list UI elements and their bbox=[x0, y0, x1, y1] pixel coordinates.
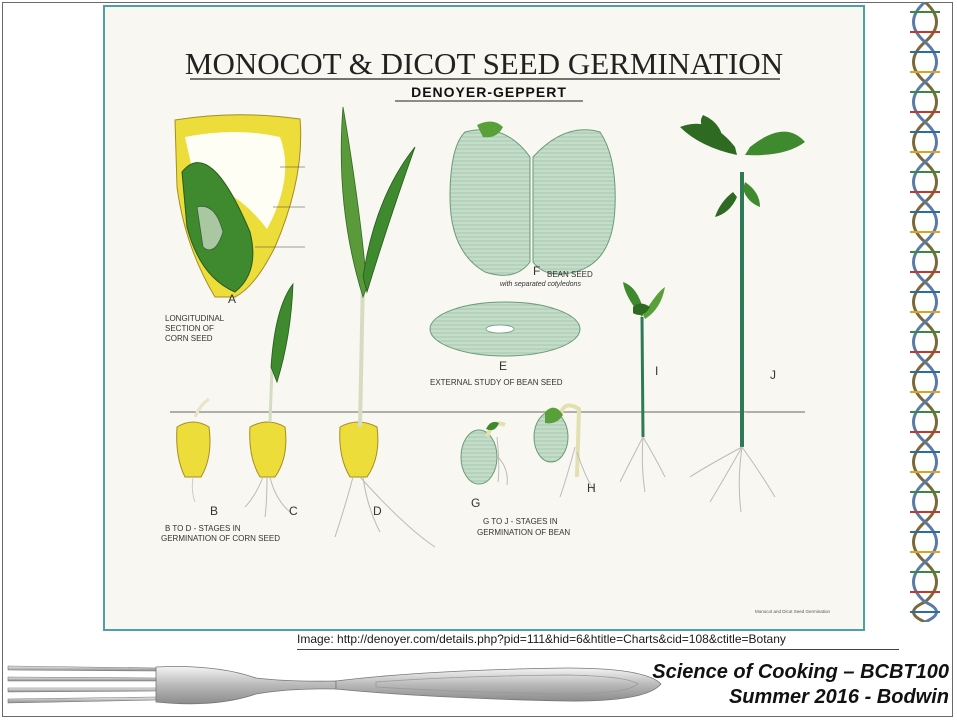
bean-stages-caption-1: G TO J - STAGES IN bbox=[483, 517, 558, 526]
poster-publisher: DENOYER-GEPPERT bbox=[411, 84, 567, 100]
image-credit: Image: http://denoyer.com/details.php?pi… bbox=[297, 632, 786, 646]
bean-external-view bbox=[430, 302, 580, 356]
corn-seedling-c bbox=[245, 284, 293, 517]
image-credit-underline bbox=[297, 649, 899, 650]
label-f: F bbox=[533, 264, 540, 278]
label-b: B bbox=[210, 504, 218, 518]
corn-seedling-b bbox=[177, 399, 210, 502]
label-c: C bbox=[289, 504, 298, 518]
course-term: Summer 2016 - Bodwin bbox=[652, 685, 949, 710]
course-title: Science of Cooking – BCBT100 bbox=[652, 660, 949, 685]
corn-section-caption-3: CORN SEED bbox=[165, 334, 213, 343]
corn-seed-section bbox=[175, 115, 305, 297]
label-j: J bbox=[770, 368, 776, 382]
corn-stages-caption-2: GERMINATION OF CORN SEED bbox=[161, 534, 280, 543]
label-d: D bbox=[373, 504, 382, 518]
external-bean-caption: EXTERNAL STUDY OF BEAN SEED bbox=[430, 378, 563, 387]
corn-seedling-d bbox=[335, 107, 435, 547]
corn-stages-caption-1: B TO D - STAGES IN bbox=[165, 524, 241, 533]
germination-poster: MONOCOT & DICOT SEED GERMINATION DENOYER… bbox=[103, 5, 865, 631]
course-info: Science of Cooking – BCBT100 Summer 2016… bbox=[652, 660, 949, 710]
bean-seed-halves bbox=[450, 121, 615, 275]
bean-plant-i bbox=[620, 282, 665, 492]
corn-section-caption-1: LONGITUDINAL bbox=[165, 314, 225, 323]
label-i: I bbox=[655, 364, 658, 378]
poster-footer: Monocot and Dicot Seed Germination bbox=[755, 609, 831, 614]
bean-seedling-g bbox=[461, 422, 507, 485]
label-g: G bbox=[471, 496, 480, 510]
bean-seedling-h bbox=[534, 405, 595, 497]
bean-seed-subcaption: with separated cotyledons bbox=[500, 281, 581, 288]
bean-stages-caption-2: GERMINATION OF BEAN bbox=[477, 528, 570, 537]
dna-helix-decoration bbox=[898, 2, 953, 622]
label-e: E bbox=[499, 359, 507, 373]
bean-seed-caption: BEAN SEED bbox=[547, 270, 593, 279]
bean-plant-j bbox=[680, 115, 805, 512]
label-h: H bbox=[587, 481, 596, 495]
corn-section-caption-2: SECTION OF bbox=[165, 324, 214, 333]
fork-icon bbox=[6, 656, 666, 718]
label-a: A bbox=[228, 292, 236, 306]
poster-title: MONOCOT & DICOT SEED GERMINATION bbox=[185, 46, 783, 81]
